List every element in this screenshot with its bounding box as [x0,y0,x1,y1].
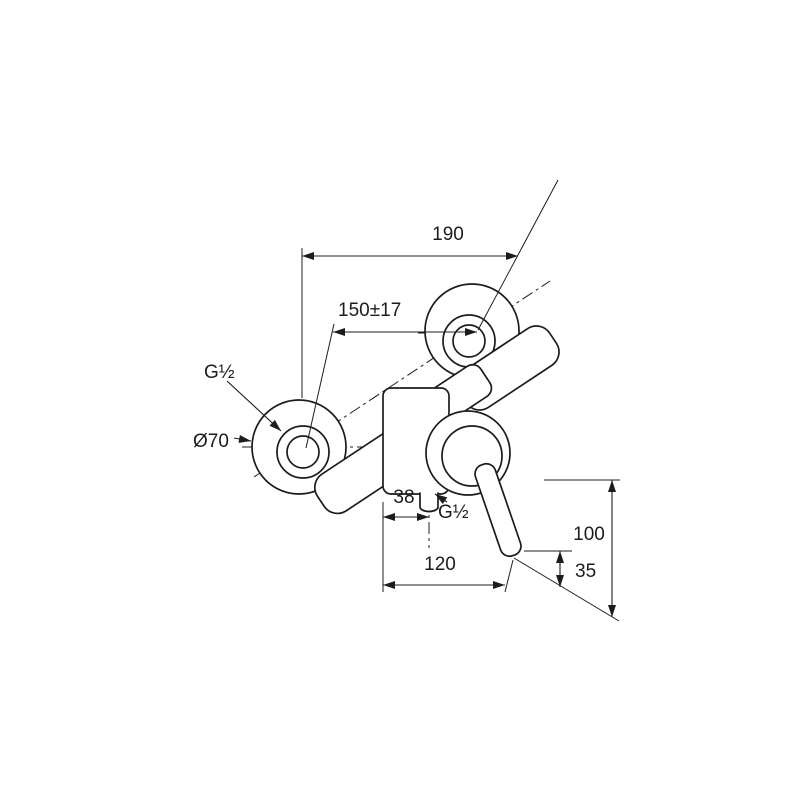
dim-100-ext-bottom-diagonal [513,557,620,622]
dimension-150: 150±17 [305,300,477,449]
escutcheon-diameter-label: Ø70 [193,431,229,452]
dim-120-label: 120 [424,554,456,575]
outlet-thread-label: G½ [438,502,469,523]
dimension-120: 120 [383,554,514,593]
dim-38-label: 38 [393,487,414,508]
dim-35-label: 35 [575,561,596,582]
wall-thread-label: G½ [204,362,235,383]
escutcheon-diameter-leader-line [233,434,252,443]
leader-outlet-thread: G½ [434,493,469,523]
left-union-nut-inner [286,435,320,469]
dim-190-label: 190 [432,224,464,245]
dimension-100: 100 [513,479,620,622]
outlet-thread-leader-line [434,493,448,504]
outlet-connector [419,492,439,513]
leader-escutcheon-diameter: Ø70 [193,431,252,452]
dim-150-ext-left [305,323,335,449]
leader-wall-thread: G½ [204,362,282,432]
lever-handle [474,462,522,558]
dim-190-ext-right [477,179,559,331]
dim-120-ext-right [504,559,514,593]
wall-thread-leader-line [226,380,282,432]
dimension-190: 190 [301,179,559,398]
dim-150-label: 150±17 [338,300,401,321]
dimension-38: 38 [382,487,429,592]
dimension-35: 35 [524,550,596,587]
mixer-body [251,283,560,558]
right-union-nut-inner [452,324,486,358]
dim-100-label: 100 [573,524,605,545]
body-axis-centerline [253,280,551,478]
